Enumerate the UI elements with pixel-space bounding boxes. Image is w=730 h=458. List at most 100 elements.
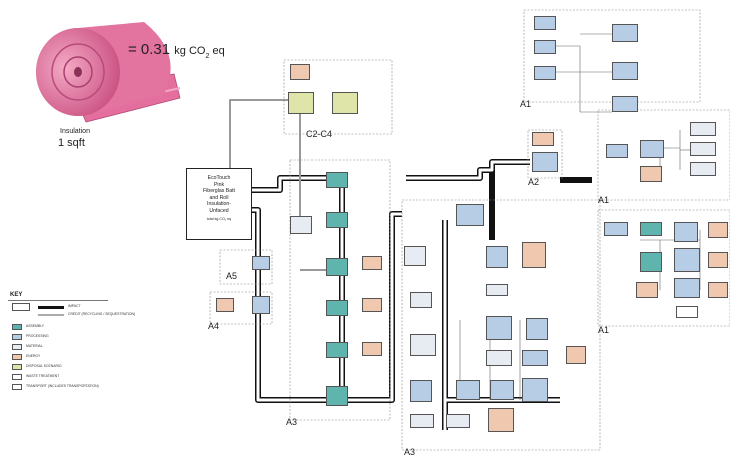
node-a1-bot-6 xyxy=(674,248,700,272)
key-impact-line xyxy=(38,306,64,309)
stage-a1-bottom: A1 xyxy=(598,326,609,335)
main-product-box: EcoTouch Pink Fiberglas Batt and Roll In… xyxy=(186,168,252,240)
insulation-roll-image xyxy=(34,14,184,126)
node-recycled-scrap xyxy=(290,216,312,234)
node-fiberizing xyxy=(326,386,348,406)
key-label-assembly: ASSEMBLY xyxy=(26,325,44,329)
node-a1-top-1 xyxy=(534,16,556,30)
equation-unit: kg CO xyxy=(174,45,205,57)
stage-a2: A2 xyxy=(528,178,539,187)
node-transport-a4 xyxy=(252,296,270,314)
node-conditioning xyxy=(490,380,514,400)
key-sample-node xyxy=(12,303,30,311)
node-a1-top-6 xyxy=(612,96,638,112)
node-fuel xyxy=(290,64,310,80)
node-electricity-a xyxy=(362,256,382,270)
node-electricity-d xyxy=(566,346,586,364)
node-a1-bot-5 xyxy=(640,252,662,272)
key-divider xyxy=(8,300,108,301)
node-cutting-cloth xyxy=(410,292,432,308)
node-transport-a2 xyxy=(532,152,558,172)
equation-suffix: eq xyxy=(209,45,224,57)
node-a1-mid-2 xyxy=(640,140,664,158)
equation-value: = 0.31 xyxy=(128,41,170,58)
node-a1-top-3 xyxy=(534,66,556,80)
key-label-disposal: DISPOSAL SCENARIO xyxy=(26,365,62,369)
node-installation xyxy=(252,256,270,270)
node-cure-oven xyxy=(326,258,348,276)
node-a1-mid-3 xyxy=(640,166,662,182)
node-a1-mid-6 xyxy=(690,162,716,176)
key-credit-line xyxy=(38,314,64,316)
node-refinery xyxy=(486,350,512,366)
node-bio-catalyst xyxy=(446,414,470,428)
node-batching xyxy=(486,246,508,268)
node-a1-top-2 xyxy=(534,40,556,54)
product-label: Insulation xyxy=(60,128,90,135)
node-glass-melting xyxy=(456,380,480,400)
stage-a5: A5 xyxy=(226,272,237,281)
key-label-transport: TRANSPORT (INCLUDES TRANSPORTATION) xyxy=(26,385,99,389)
node-a1-mid-1 xyxy=(606,144,628,158)
node-reflux xyxy=(522,350,548,366)
node-electricity-b xyxy=(362,298,382,312)
node-electricity-c xyxy=(362,342,382,356)
stage-a3-left: A3 xyxy=(286,418,297,427)
node-transport-manufacturing-waste xyxy=(288,92,314,114)
node-transport-raw-a xyxy=(486,316,512,340)
key-label-processing: PROCESSING xyxy=(26,335,49,339)
node-forming xyxy=(326,212,348,228)
key-swatch-material xyxy=(12,344,22,350)
product-unit: 1 sqft xyxy=(58,138,85,150)
node-a1-bot-8 xyxy=(636,282,658,298)
node-a1-bot-11 xyxy=(676,306,698,318)
node-a1-top-4 xyxy=(612,24,638,42)
node-inorganic-binder xyxy=(410,334,436,356)
node-additional xyxy=(522,378,548,402)
node-fiberglass-batt xyxy=(404,246,426,266)
node-packaging xyxy=(326,172,348,188)
key-impact-label: IMPACT xyxy=(68,305,81,309)
node-a1-mid-5 xyxy=(690,142,716,156)
node-a1-bot-7 xyxy=(708,252,728,268)
key-swatch-waste xyxy=(12,374,22,380)
stage-a3-bottom: A3 xyxy=(404,448,415,457)
key-swatch-processing xyxy=(12,334,22,340)
stage-a4: A4 xyxy=(208,322,219,331)
node-a1-bot-9 xyxy=(674,278,700,298)
node-disposal-manufacturing-waste xyxy=(332,92,358,114)
key-swatch-energy xyxy=(12,354,22,360)
key-label-waste: WASTE TREATMENT xyxy=(26,375,59,379)
node-cullet-glass xyxy=(486,284,508,296)
node-fuel-a4 xyxy=(216,298,234,312)
carbon-equation: = 0.31 kg CO2 eq xyxy=(128,42,225,60)
node-melting xyxy=(526,318,548,340)
stage-c2-c4: C2-C4 xyxy=(306,130,332,139)
node-furnace xyxy=(410,380,432,402)
key-swatch-disposal xyxy=(12,364,22,370)
key-label-energy: ENERGY xyxy=(26,355,40,359)
node-a1-top-5 xyxy=(612,62,638,80)
main-line-6: Unfaced xyxy=(187,208,251,215)
node-trimming xyxy=(326,342,348,358)
key-swatch-transport xyxy=(12,384,22,390)
node-polymer-base xyxy=(410,414,434,428)
node-fuel-a2 xyxy=(532,132,554,146)
node-natural-gas xyxy=(522,242,546,268)
node-a1-bot-4 xyxy=(708,222,728,238)
key-credit-label: CREDIT (RECYCLING / SEQUESTRATION) xyxy=(68,313,135,317)
key-title: KEY xyxy=(10,292,22,298)
node-a1-bot-1 xyxy=(604,222,628,236)
key-label-material: MATERIAL xyxy=(26,345,43,349)
stage-a1-mid: A1 xyxy=(598,196,609,205)
key-swatch-assembly xyxy=(12,324,22,330)
node-cooling xyxy=(326,300,348,316)
main-total: total kg CO₂ eq xyxy=(187,217,251,221)
node-a1-bot-2 xyxy=(640,222,662,236)
node-a1-bot-3 xyxy=(674,222,698,242)
stage-a1-top: A1 xyxy=(520,100,531,109)
node-a1-mid-4 xyxy=(690,122,716,136)
node-a1-bot-10 xyxy=(708,282,728,298)
key-legend: KEY IMPACT CREDIT (RECYCLING / SEQUESTRA… xyxy=(8,292,158,412)
